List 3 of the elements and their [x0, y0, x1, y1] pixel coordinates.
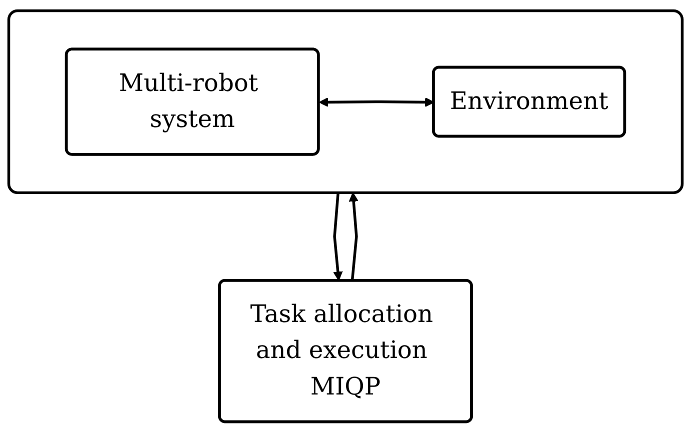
arrow: [348, 192, 358, 281]
cluster: [7, 10, 684, 194]
arrow: [333, 192, 343, 282]
